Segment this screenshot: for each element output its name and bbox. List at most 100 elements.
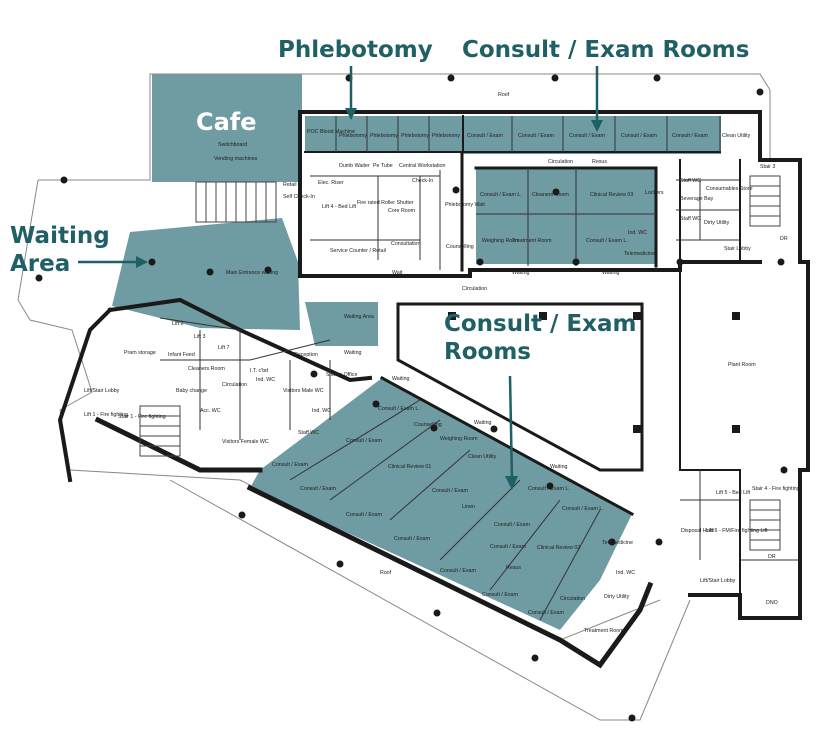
label-lw-resus: Resus <box>506 565 521 571</box>
label-phleb-3: Phlebotomy <box>401 133 429 139</box>
label-lw-telemed: Telemedicine <box>602 540 633 546</box>
label-lw-linen: Linen <box>462 504 475 510</box>
label-baby-change: Baby change <box>176 388 207 394</box>
label-cleaners-top: Cleaners Room <box>532 192 569 198</box>
label-dumb-waiter: Dumb Waiter <box>339 163 370 169</box>
label-lift-stair-lobby-left: Lift/Stair Lobby <box>84 388 120 394</box>
label-circulation-lower: Circulation <box>462 286 487 292</box>
label-dno: DNO <box>766 600 778 606</box>
label-stair1: Stair 1 - Fire fighting <box>118 414 166 420</box>
label-wait: Wait <box>392 270 403 276</box>
label-lift7: Lift 7 <box>218 345 230 351</box>
label-weighing-top: Weighing Room <box>482 238 520 244</box>
label-ce-l-top: Consult / Exam L. <box>480 192 522 198</box>
label-staff-wc-left: Staff WC <box>298 430 319 436</box>
label-staff-wc-2: Staff WC <box>680 216 701 222</box>
label-circulation-left: Circulation <box>222 382 247 388</box>
label-lw-cr01: Clinical Review 01 <box>388 464 431 470</box>
callout-arrows <box>78 66 603 490</box>
callout-waiting-line2: Area <box>10 251 71 277</box>
label-lift4: Lift 4 - Bed Lift <box>322 204 357 210</box>
label-pram: Pram storage <box>124 350 156 356</box>
label-phleb-wait: Phlebotomy Wait <box>445 202 485 208</box>
label-lw-ind-wc: Ind. WC <box>616 570 635 576</box>
label-fire-shutter: Fire rated Roller Shutter <box>357 200 414 206</box>
label-dirty-utility-top: Dirty Utility <box>704 220 730 226</box>
label-ce-4: Consult / Exam <box>621 133 658 139</box>
label-lw-counselling: Counselling <box>414 422 442 428</box>
label-lw-ce-7: Consult / Exam <box>394 536 431 542</box>
label-waiting-a: Waiting <box>512 270 530 276</box>
label-lw-cr02: Clinical Review 02 <box>537 545 580 551</box>
label-cleaners-left: Cleaners Room <box>188 366 225 372</box>
label-acc-wc: Acc. WC <box>200 408 221 414</box>
label-lw-ce-10: Consult / Exam <box>528 610 565 616</box>
stairs <box>139 175 781 551</box>
label-lw-ce-2: Consult / Exam <box>272 462 309 468</box>
teal-zones <box>112 74 721 630</box>
label-lw-ce-11: Consult / Exam <box>490 544 527 550</box>
label-switchboard: Switchboard <box>218 142 247 148</box>
label-resus-top: Resus <box>592 159 607 165</box>
label-lw-ce-6: Consult / Exam <box>494 522 531 528</box>
label-ce-1: Consult / Exam <box>467 133 504 139</box>
label-roof-top: Roof <box>498 92 510 98</box>
label-poc: POC Blood Machine <box>307 129 355 135</box>
label-stair4: Stair 4 - Fire fighting <box>752 486 800 492</box>
label-ind-wc-left-2: Ind. WC <box>312 408 331 414</box>
walls <box>57 110 810 669</box>
label-ce-3: Consult / Exam <box>569 133 606 139</box>
waiting-small-zone <box>305 302 378 346</box>
label-reception: Reception <box>294 352 318 358</box>
cafe-zone <box>152 74 302 182</box>
label-circulation-top: Circulation <box>548 159 573 165</box>
label-lw-ce-l-1: Consult / Exam L. <box>378 406 420 412</box>
label-staff-wc-1: Staff WC <box>680 178 701 184</box>
phlebotomy-zone <box>305 116 463 152</box>
label-lw-ce-l-3: Consult / Exam L. <box>562 506 604 512</box>
cafe-title: Cafe <box>196 108 257 136</box>
label-plant-room: Plant Room <box>728 362 756 368</box>
label-lockers: Lockers <box>645 190 664 196</box>
label-waiting-b: Waiting <box>602 270 620 276</box>
label-lift-stair-lobby-right: Lift/Stair Lobby <box>700 578 736 584</box>
label-lw-waiting-3: Waiting <box>550 464 568 470</box>
consult-top-zone <box>463 116 721 154</box>
label-visitors-male: Visitors Male WC <box>283 388 324 394</box>
label-clean-utility: Clean Utility <box>722 133 751 139</box>
label-lw-ce-1: Consult / Exam <box>346 438 383 444</box>
label-lw-waiting-1: Waiting <box>392 376 410 382</box>
label-lw-treatment: Treatment Room <box>584 628 624 634</box>
label-beverage: Beverage Bay <box>680 196 714 202</box>
interior-lines <box>159 116 800 621</box>
consult-lower-zone <box>250 378 632 630</box>
label-vending: Vending machines <box>214 156 258 162</box>
label-check-in: Check-In <box>412 178 433 184</box>
label-lw-dirty-util: Dirty Utility <box>604 594 630 600</box>
label-ce-l2-top: Consult / Exam L. <box>586 238 628 244</box>
label-elec-riser: Elec. Riser <box>318 180 344 186</box>
label-phleb-4: Phlebotomy <box>432 133 460 139</box>
label-treatment-top: Treatment Room <box>512 238 552 244</box>
label-ce-5: Consult / Exam <box>672 133 709 139</box>
label-cr03: Clinical Review 03 <box>590 192 633 198</box>
callout-consult-mid: Consult / Exam Rooms <box>444 310 636 366</box>
label-lw-ce-4: Consult / Exam <box>346 512 383 518</box>
label-lw-weighing: Weighing Room <box>440 436 478 442</box>
columns <box>35 74 788 722</box>
callout-waiting-line1: Waiting <box>10 223 110 249</box>
callout-phlebotomy: Phlebotomy <box>278 37 433 63</box>
label-it-cupd: I.T. c'bd <box>250 368 268 374</box>
label-lw-ce-3: Consult / Exam <box>300 486 337 492</box>
label-counselling-top: Counselling <box>446 244 474 250</box>
label-sisters-office: Sisters Office <box>326 372 357 378</box>
label-consultation: Consultation <box>391 241 420 247</box>
label-lift2: Lift 2 <box>172 321 184 327</box>
label-consumables: Consumables Store <box>706 186 753 192</box>
label-lw-ce-5: Consult / Exam <box>432 488 469 494</box>
label-pe-tube: Pe Tube <box>373 163 393 169</box>
label-stair3: Stair 3 <box>760 164 775 170</box>
callout-consult-mid-line2: Rooms <box>444 339 531 365</box>
label-waiting-r: Waiting <box>344 350 362 356</box>
